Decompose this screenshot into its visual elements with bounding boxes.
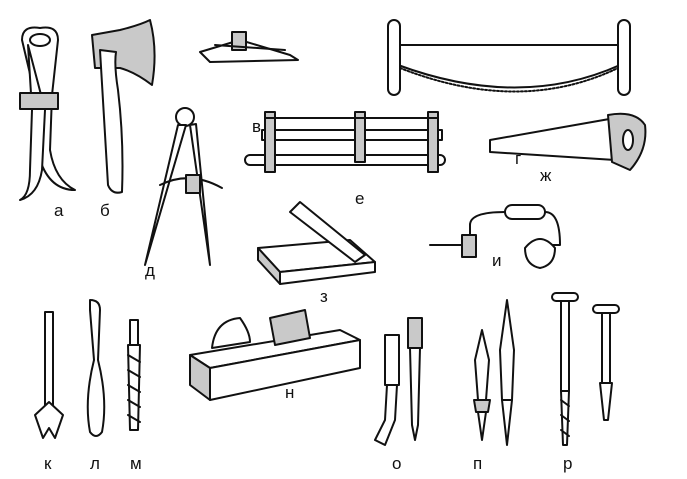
label-b: б [100, 201, 110, 220]
label-k: к [44, 454, 52, 473]
dividers-drawing [144, 107, 223, 266]
label-o: о [392, 454, 402, 473]
label-n: н [285, 383, 295, 402]
brace-drill-drawing [429, 204, 561, 269]
label-m: м [130, 454, 142, 473]
hand-saw-drawing [489, 112, 647, 171]
label-z: з [320, 287, 328, 306]
hand-plane-drawing [189, 309, 361, 401]
label-zh: ж [540, 166, 552, 185]
awls-drawing [473, 299, 515, 446]
label-d: д [145, 261, 155, 280]
spade-bit-drawing [34, 311, 64, 439]
label-r: р [563, 454, 573, 473]
marking-gauge-drawing [199, 31, 299, 63]
spoon-bit-drawing [86, 299, 106, 437]
frame-saw-drawing [244, 111, 446, 173]
augers-drawing [551, 292, 620, 446]
axe-drawing [91, 19, 156, 194]
pincers-drawing [19, 26, 76, 201]
label-g: г [515, 149, 522, 168]
try-square-drawing [257, 201, 376, 285]
label-a: а [54, 201, 64, 220]
chisels-drawing [374, 317, 423, 446]
label-p: п [473, 454, 483, 473]
label-i: и [492, 251, 502, 270]
label-v: в [252, 117, 262, 136]
crosscut-saw-drawing [387, 19, 631, 96]
label-e: е [355, 189, 365, 208]
label-l: л [90, 454, 100, 473]
twist-bit-drawing [127, 319, 141, 431]
